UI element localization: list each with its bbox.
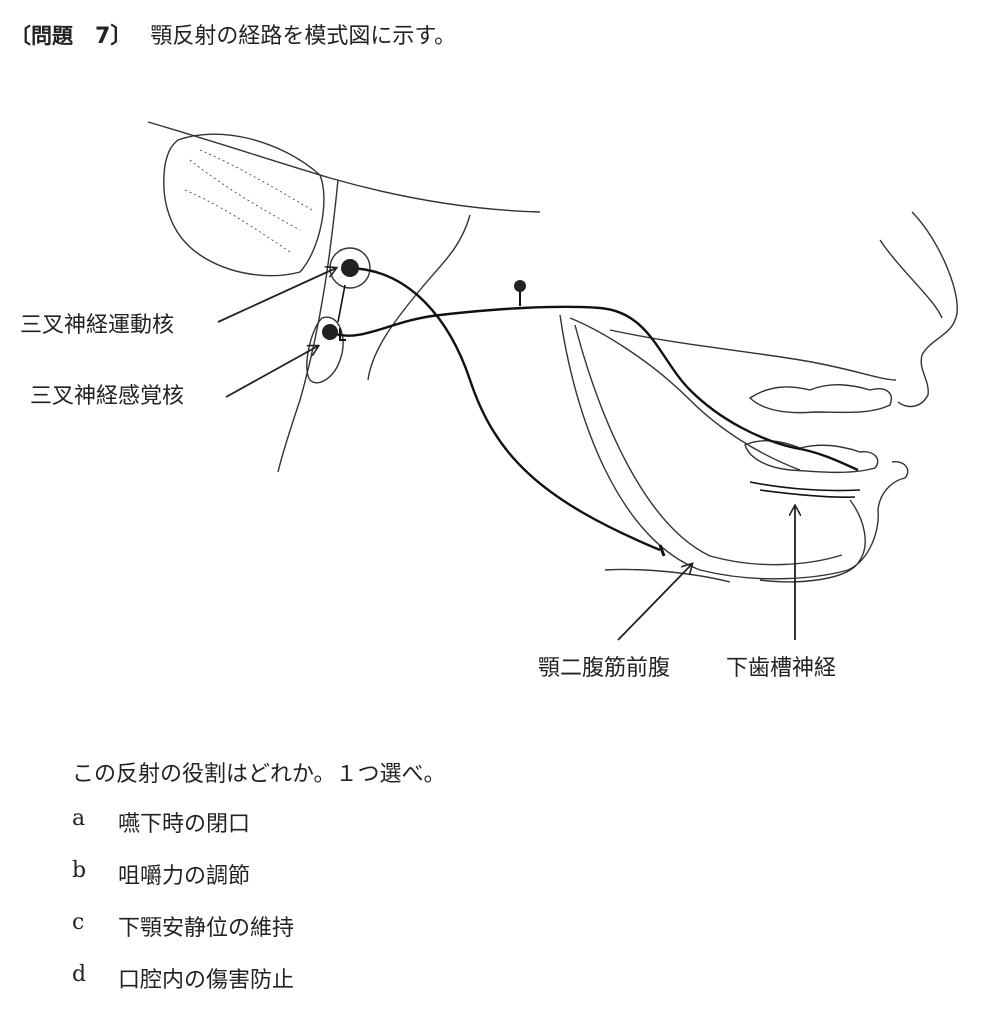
lower-teeth bbox=[744, 440, 879, 474]
question-title: 顎反射の経路を模式図に示す。 bbox=[150, 24, 457, 49]
question-label: 〔問題 bbox=[10, 24, 73, 48]
brainstem-back bbox=[367, 214, 471, 381]
chin bbox=[759, 499, 866, 583]
choice-c[interactable]: c 下顎安静位の維持 bbox=[72, 910, 294, 962]
arrow-sensory-nucleus bbox=[225, 346, 318, 398]
mandible-ramus bbox=[569, 317, 801, 471]
choice-letter: a bbox=[72, 806, 86, 831]
label-digastric: 顎二腹筋前腹 bbox=[538, 656, 671, 681]
question-number: 7〕 bbox=[95, 24, 133, 49]
sensory-nucleus-dot bbox=[322, 324, 338, 340]
synapse-mark bbox=[339, 328, 346, 341]
question-header: 〔問題 7〕顎反射の経路を模式図に示す。 bbox=[10, 18, 456, 50]
label-sensory-nucleus: 三叉神経感覚核 bbox=[30, 384, 185, 409]
motor-efferent-path bbox=[349, 266, 661, 552]
choice-b[interactable]: b 咀嚼力の調節 bbox=[72, 858, 294, 910]
choice-text: 口腔内の傷害防止 bbox=[118, 968, 295, 993]
cerebellum-outline bbox=[163, 133, 325, 277]
arrow-motor-nucleus bbox=[217, 268, 336, 323]
reflex-pathway-figure: 三叉神経運動核 三叉神経感覚核 顎二腹筋前腹 下歯槽神経 bbox=[0, 95, 982, 715]
arrow-digastric bbox=[617, 564, 692, 641]
choice-list: a 嚥下時の閉口 b 咀嚼力の調節 c 下顎安静位の維持 d 口腔内の傷害防止 bbox=[72, 806, 294, 1014]
choice-letter: d bbox=[72, 962, 87, 987]
label-motor-nucleus: 三叉神経運動核 bbox=[20, 313, 175, 338]
choice-letter: c bbox=[72, 910, 85, 935]
nose-bone bbox=[879, 239, 943, 319]
label-alveolar-nerve: 下歯槽神経 bbox=[726, 656, 837, 681]
neck-line bbox=[604, 568, 731, 583]
ganglion-dot bbox=[514, 280, 526, 292]
choice-a[interactable]: a 嚥下時の閉口 bbox=[72, 806, 294, 858]
choice-letter: b bbox=[72, 858, 87, 883]
digastric-terminal bbox=[658, 544, 666, 557]
sensory-afferent-path bbox=[329, 305, 859, 472]
maxilla bbox=[609, 329, 897, 381]
mandible-outer bbox=[559, 314, 909, 580]
choice-text: 下顎安静位の維持 bbox=[118, 916, 295, 941]
motor-nucleus-dot bbox=[341, 259, 359, 277]
interneuron-line bbox=[337, 284, 346, 323]
upper-teeth bbox=[748, 384, 892, 414]
face-profile bbox=[897, 211, 958, 408]
head-diagram bbox=[147, 121, 958, 641]
choice-text: 嚥下時の閉口 bbox=[118, 812, 251, 837]
skull-outline bbox=[147, 121, 541, 213]
question-prompt: この反射の役割はどれか。１つ選べ。 bbox=[72, 762, 446, 787]
choice-text: 咀嚼力の調節 bbox=[118, 864, 251, 889]
choice-d[interactable]: d 口腔内の傷害防止 bbox=[72, 962, 294, 1014]
alveolar-nerve-fibers bbox=[749, 481, 861, 498]
mandible-inner bbox=[574, 324, 843, 566]
